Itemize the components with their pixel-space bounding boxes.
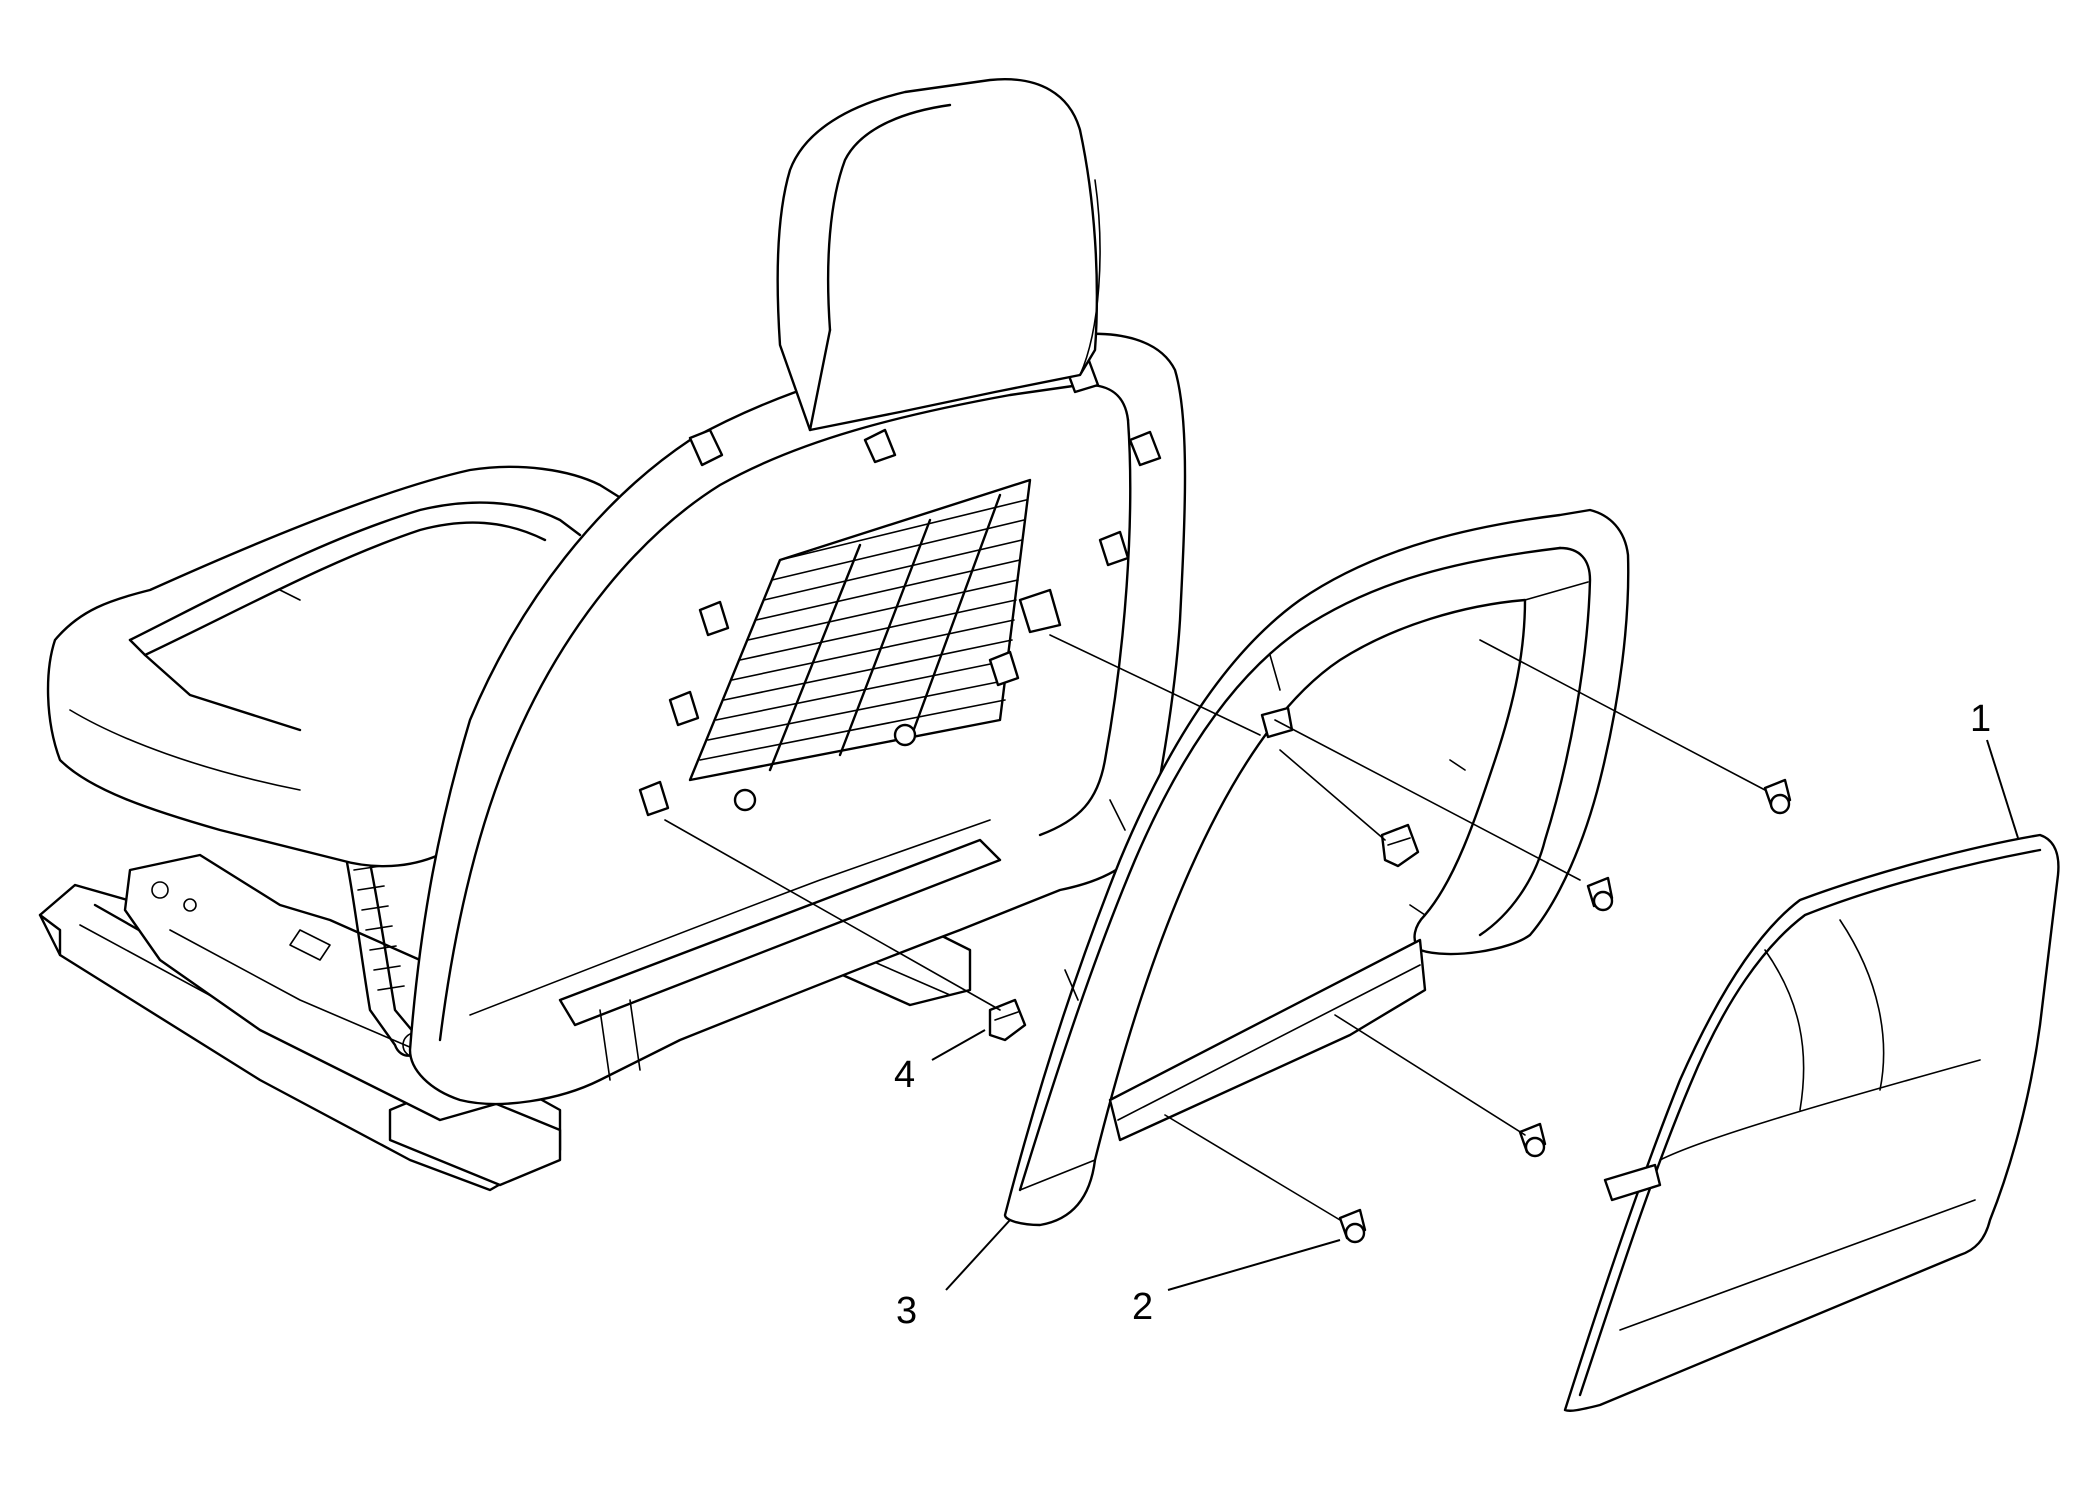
seat-assembly — [38, 78, 1187, 1192]
push-pin-fastener — [1763, 778, 1792, 815]
seat-back-panel — [1563, 833, 2060, 1412]
lumbar-support-grid — [688, 478, 1032, 812]
seat-back-trim-frame — [1003, 508, 1630, 1227]
callout-leaders — [931, 739, 2019, 1291]
push-pin-fastener — [1586, 876, 1614, 912]
callout-leader-1 — [1986, 739, 2019, 839]
callout-label-3: 3 — [896, 1290, 918, 1332]
retainer-clip — [988, 998, 1027, 1042]
callout-label-1: 1 — [1970, 698, 1992, 740]
callout-label-4: 4 — [894, 1054, 916, 1096]
callout-leader-4 — [931, 1029, 986, 1061]
callout-label-2: 2 — [1132, 1286, 1154, 1328]
push-pin-fastener — [1518, 1122, 1547, 1158]
headrest — [776, 78, 1101, 432]
fasteners — [664, 634, 1792, 1244]
callout-leader-3 — [945, 1219, 1011, 1291]
seat-back-frame — [408, 332, 1187, 1106]
push-pin-fastener — [1338, 1208, 1367, 1244]
callout-leader-2 — [1167, 1239, 1341, 1291]
retainer-clip — [1380, 823, 1420, 868]
